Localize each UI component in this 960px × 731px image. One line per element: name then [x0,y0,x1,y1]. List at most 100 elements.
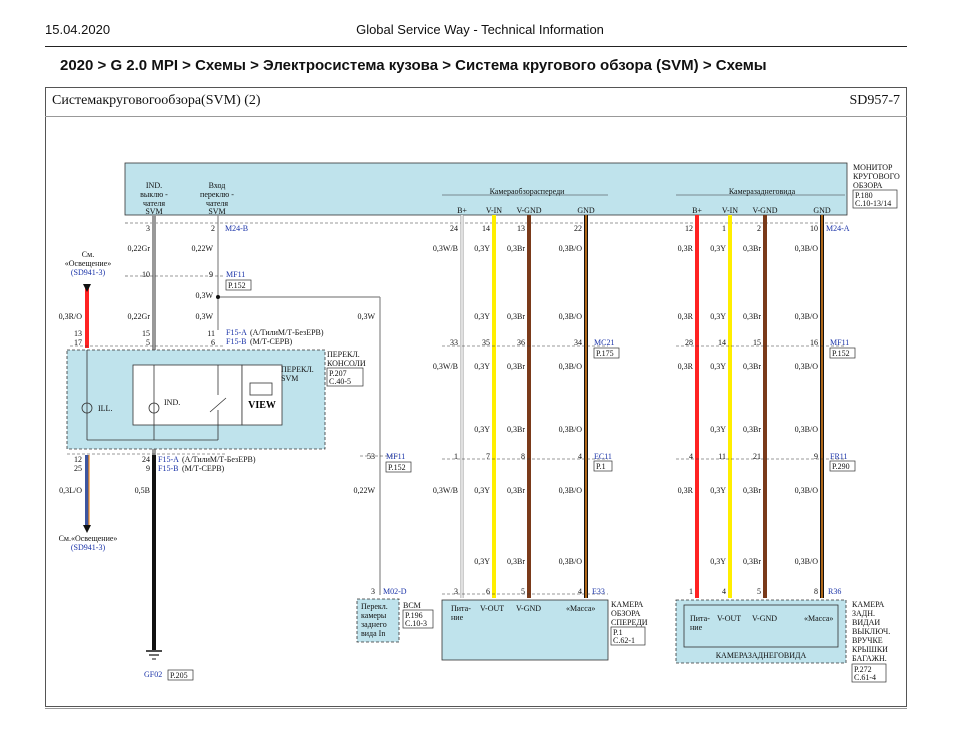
bcm-ref-2: C.10-3 [405,619,427,628]
rear-cam-name: КАМЕРАЗАДНЕГОВИДА [716,651,807,660]
connector-r36: R36 [828,587,841,596]
rear-switch-block [356,598,400,643]
pin-11: 11 [207,329,215,338]
front-cam-title-3: СПЕРЕДИ [611,618,648,627]
pin-12b: 12 [74,455,82,464]
pin-25: 25 [74,464,82,473]
ec11-pin-4: 4 [578,452,582,461]
pin-24: 24 [450,224,458,233]
see-top-3: (SD941-3) [71,268,106,277]
wire-03wb-1: 0,3W/B [433,244,458,253]
mf11-rear-ref: P.152 [832,349,850,358]
front-cam-title-1: КАМЕРА [611,600,644,609]
view-button: VIEW [248,400,276,411]
connector-e33: E33 [592,587,605,596]
wire-03y-6: 0,3Y [474,557,490,566]
front-cam-vout: V-OUT [480,604,504,613]
ec11-ref: P.1 [596,462,606,471]
diagram-title-divider [45,116,907,117]
ground-gf02: GF02 [144,670,162,679]
wire-03y-3: 0,3Y [474,362,490,371]
connector-f15a-bottom: F15-A [158,455,179,464]
footer-divider [45,708,907,709]
wire-03br-5: 0,3Br [507,486,525,495]
ill-label: ILL. [98,404,112,413]
front-cam-ref-2: C.62-1 [613,636,635,645]
pin-15: 15 [142,329,150,338]
svm-switch-label-1: ПЕРЕКЛ. [281,365,314,374]
rear-cam-title-5: ВРУЧКЕ [852,636,883,645]
connector-mf11-rear: MF11 [830,338,849,347]
wire-r03y-2: 0,3Y [710,312,726,321]
monitor-ref-box [852,189,898,209]
bcm-label: BCM [403,601,421,610]
wire-05b-label: 0,5B [135,486,150,495]
front-cam-mass: «Масса» [566,604,595,613]
monitor-ref-1: P.180 [855,191,873,200]
wire-03ro-label: 0,3R/O [59,312,83,321]
console-ref-1: P.207 [329,369,347,378]
ind-lamp-icon [148,402,160,414]
wire-022gr-label: 0,22Gr [128,244,151,253]
rear-cam-ref-1: P.272 [854,665,872,674]
wire-03r-3: 0,3R [678,362,694,371]
wire-r03bo-6: 0,3B/O [795,557,819,566]
mf11-pin-28: 28 [685,338,693,347]
diagram-frame [45,87,907,707]
e33-pin-3: 3 [454,587,458,596]
front-cam-power-2: ние [451,613,464,622]
fr11-ref: P.290 [832,462,850,471]
wire-022w-label-mid: 0,22W [353,486,375,495]
wire-03br-1: 0,3Br [507,244,525,253]
wire-r03y-5: 0,3Y [710,486,726,495]
r36-pin-8: 8 [814,587,818,596]
connector-ec11: EC11 [594,452,612,461]
ind-out-3: чателя [143,199,165,208]
mf11-pin-14: 14 [718,338,726,347]
wire-03lo-label: 0,3L/O [59,486,82,495]
pin-front-vin: V-IN [486,206,502,215]
wire-03br-3: 0,3Br [507,362,525,371]
wire-03bo-1: 0,3B/O [559,244,583,253]
wire-r03y-3: 0,3Y [710,362,726,371]
pin-front-b: B+ [457,206,467,215]
wire-r03br-2: 0,3Br [743,312,761,321]
pin-10-mf11: 10 [142,270,150,279]
sw-in-4: SVM [208,207,225,216]
rear-cam-title-2: ЗАДН. [852,609,875,618]
sw-in-2: переклю - [200,190,234,199]
wire-r03br-4: 0,3Br [743,425,761,434]
wire-r03y-1: 0,3Y [710,244,726,253]
monitor-ref-2: C.10-13/14 [855,199,891,208]
ec11-pin-7: 7 [486,452,490,461]
breadcrumb[interactable]: 2020 > G 2.0 MPI > Схемы > Электросистем… [60,57,767,74]
console-label-1: ПЕРЕКЛ. [327,350,360,359]
header-title: Global Service Way - Technical Informati… [356,22,604,37]
pin-12: 12 [685,224,693,233]
wire-03bo-6: 0,3B/O [559,557,583,566]
header-date: 15.04.2020 [45,22,111,37]
pin-9-mf11: 9 [209,270,213,279]
see-top-1: См. [82,250,94,259]
rear-camera-harness [695,215,824,598]
ind-out-1: IND. [146,181,162,190]
wire-022w-label: 0,22W [191,244,213,253]
e33-pin-5: 5 [521,587,525,596]
wire-03wb-2: 0,3W/B [433,362,458,371]
wire-03y-4: 0,3Y [474,425,490,434]
wire-03y-1: 0,3Y [474,244,490,253]
mf11-pin-15: 15 [753,338,761,347]
connector-f15b-bottom-desc: (М/Т-СЕРВ) [182,464,225,473]
mc21-pin-34: 34 [574,338,582,347]
pin-rear-vin: V-IN [722,206,738,215]
rear-switch-3: заднего [361,620,387,629]
connector-mf11-mid: MF11 [386,452,405,461]
wire-03y-5: 0,3Y [474,486,490,495]
wire-03w-label: 0,3W [195,291,213,300]
console-label-2: КОНСОЛИ [327,359,366,368]
wire-r03br-6: 0,3Br [743,557,761,566]
r36-pin-5: 5 [757,587,761,596]
mc21-pin-35: 35 [482,338,490,347]
connector-m24a: M24-A [826,224,850,233]
fr11-pin-9: 9 [814,452,818,461]
